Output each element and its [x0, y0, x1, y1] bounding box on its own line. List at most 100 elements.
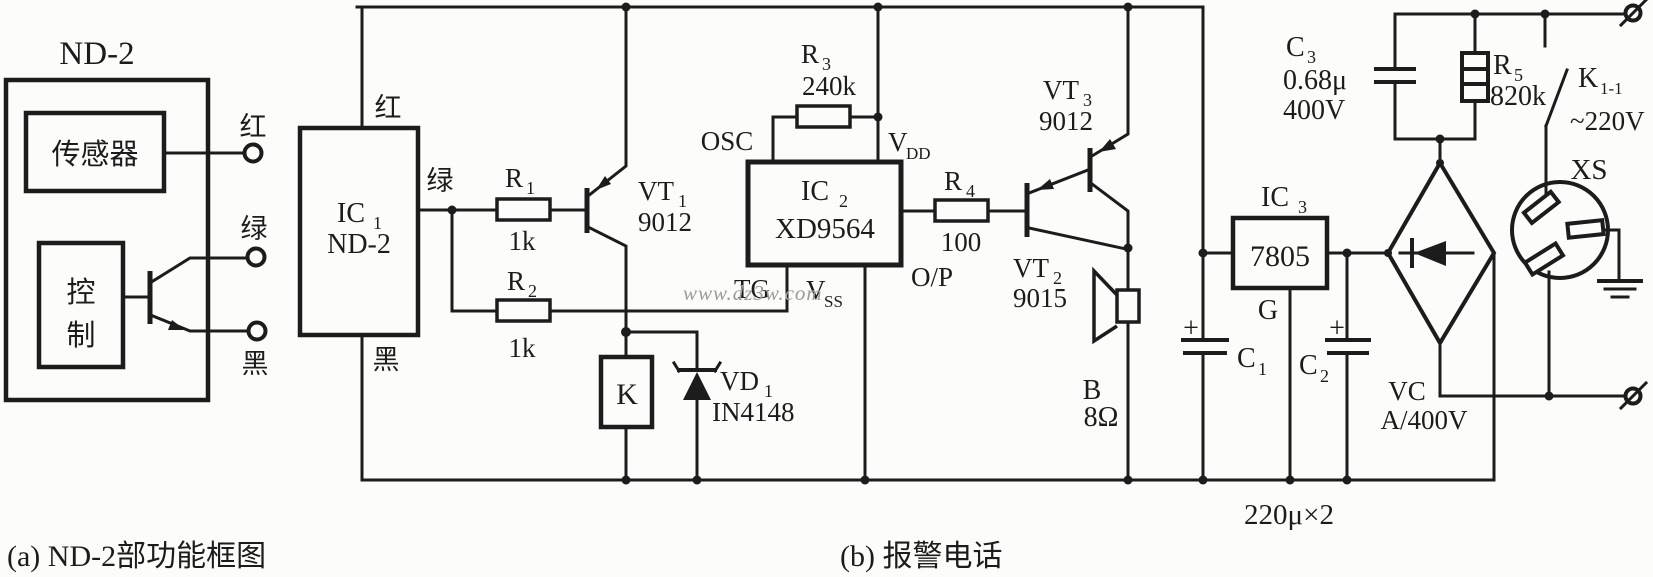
terminal-red-label: 红 — [240, 112, 267, 142]
bridge-rating: A/400V — [1381, 405, 1469, 435]
ic2-pin-op: O/P — [911, 262, 953, 292]
speaker-ref: B — [1083, 375, 1102, 406]
r1-value: 1k — [509, 226, 537, 256]
transistor-vt3-icon: VT 3 9012 — [1039, 75, 1116, 192]
k11-ref: K — [1578, 63, 1598, 94]
vt1-sub: 1 — [678, 191, 687, 211]
ic3-part: 7805 — [1250, 240, 1310, 273]
r4-sub: 4 — [966, 181, 975, 201]
r1-sub: 1 — [526, 178, 535, 198]
bridge-rectifier-icon: VC A/400V — [1381, 159, 1497, 435]
line-terminal-top-icon — [1618, 0, 1649, 28]
sensor-label: 传感器 — [51, 138, 138, 171]
ic1-nd2-module: IC 1 ND-2 红 绿 黑 — [297, 93, 454, 375]
mains-voltage-label: ~220V — [1570, 106, 1645, 136]
vt1-ref: VT — [638, 176, 674, 206]
r5-sub: 5 — [1514, 65, 1523, 85]
r1-ref: R — [505, 163, 523, 193]
r3-ref: R — [801, 39, 819, 69]
transistor-vt1-icon: VT 1 9012 — [584, 176, 692, 237]
resistor-r4: R 4 100 — [933, 166, 990, 257]
watermark: www.dz3w.com — [683, 281, 823, 305]
ic2-sub: 2 — [839, 191, 848, 211]
terminal-green-label: 绿 — [241, 214, 268, 244]
ic1-part: ND-2 — [327, 229, 391, 260]
c3-value: 0.68μ — [1283, 65, 1347, 96]
c3-ref: C — [1286, 32, 1305, 63]
ic2-pin-vdd-sub: DD — [906, 144, 931, 163]
resistor-r1: R 1 1k — [495, 163, 552, 256]
relay-k: K — [598, 354, 655, 430]
speaker-value: 8Ω — [1084, 402, 1119, 433]
r2-value: 1k — [509, 333, 537, 363]
c2-plus: + — [1329, 313, 1345, 344]
ic3-7805: IC 3 7805 G — [1230, 182, 1330, 326]
vt2-ref: VT — [1013, 253, 1049, 283]
relay-k-label: K — [616, 378, 638, 411]
ic2-pin-tg: TG — [734, 274, 770, 304]
vd1-sub: 1 — [764, 381, 773, 401]
r2-ref: R — [507, 266, 525, 296]
k11-sub: 1-1 — [1600, 79, 1623, 98]
capacitor-c1-icon: + C 1 — [1181, 313, 1267, 379]
r2-sub: 2 — [528, 281, 537, 301]
ic3-pin-g: G — [1258, 295, 1278, 326]
ic1-ref-sub: 1 — [373, 213, 382, 233]
socket-label: XS — [1570, 154, 1607, 186]
ic3-sub: 3 — [1298, 197, 1307, 217]
r5-ref: R — [1493, 50, 1512, 81]
vd1-part: IN4148 — [712, 397, 795, 427]
c3-sub: 3 — [1307, 47, 1316, 67]
earth-ground-icon — [1597, 279, 1643, 299]
capacitor-c3-icon: C 3 0.68μ 400V — [1283, 32, 1416, 126]
control-box — [36, 240, 126, 370]
ic2-pin-vss: V — [806, 275, 826, 305]
line-terminal-bottom-icon — [1618, 380, 1649, 411]
control-label-2: 制 — [66, 319, 95, 352]
alarm-circuit-b: IC 1 ND-2 红 绿 黑 R 1 1k R 2 1k VT 1 9012 — [297, 0, 1649, 531]
capacitor-c2-icon: + C 2 — [1299, 313, 1371, 386]
ic2-xd9564: IC 2 XD9564 OSC V DD TG V SS O/P — [701, 126, 953, 311]
ic2-ref: IC — [801, 176, 829, 207]
c1-c2-value: 220μ×2 — [1244, 499, 1334, 531]
bridge-ref: VC — [1388, 376, 1426, 406]
switch-k11: K 1-1 ~220V — [1570, 63, 1645, 136]
junction-dots — [447, 2, 1554, 485]
vt2-sub: 2 — [1053, 268, 1062, 288]
power-socket-xs-icon: XS — [1510, 154, 1610, 280]
ic2-part: XD9564 — [775, 213, 875, 245]
control-label-1: 控 — [66, 276, 95, 309]
r5-value: 820k — [1490, 81, 1546, 112]
resistor-r5-icon: R 5 820k — [1460, 50, 1546, 112]
block-diagram-a: ND-2 传感器 控 制 红 绿 黑 — [3, 36, 269, 403]
ic1-pin-green: 绿 — [427, 166, 454, 196]
r4-value: 100 — [941, 227, 982, 257]
caption-a: (a) ND-2部功能框图 — [7, 540, 266, 573]
vt2-part: 9015 — [1013, 283, 1067, 313]
ic3-ref: IC — [1261, 182, 1289, 213]
vd1-ref: VD — [720, 366, 759, 396]
c2-ref: C — [1299, 350, 1318, 381]
vt1-part: 9012 — [638, 207, 692, 237]
c1-sub: 1 — [1258, 359, 1267, 379]
speaker-icon: B 8Ω — [1083, 266, 1141, 433]
ic1-pin-black: 黑 — [373, 345, 400, 375]
npn-transistor-icon — [147, 271, 185, 330]
block-wires — [121, 151, 250, 333]
r4-ref: R — [944, 166, 962, 196]
vt3-sub: 3 — [1083, 90, 1092, 110]
ic1-ref: IC — [337, 198, 365, 229]
c2-sub: 2 — [1320, 366, 1329, 386]
terminal-red-icon — [242, 142, 264, 164]
r3-sub: 3 — [822, 54, 831, 74]
diode-vd1-icon: VD 1 IN4148 — [671, 360, 795, 427]
c1-plus: + — [1183, 313, 1199, 344]
terminal-black-label: 黑 — [242, 349, 269, 379]
vt3-ref: VT — [1043, 75, 1079, 105]
ic1-pin-red: 红 — [375, 93, 402, 123]
nd2-outer-box — [3, 77, 211, 403]
r3-value: 240k — [802, 71, 857, 101]
circuit-wires — [355, 5, 1628, 482]
